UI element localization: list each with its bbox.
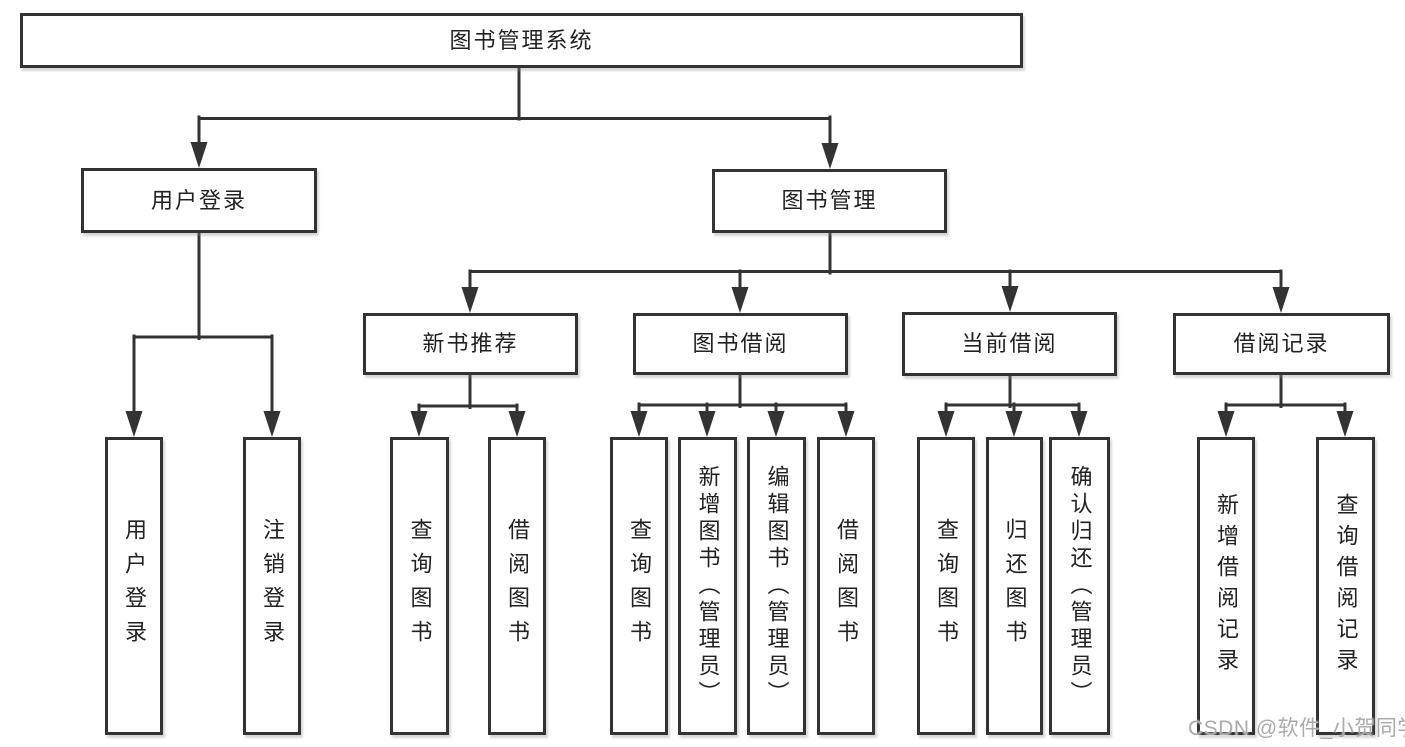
watermark: CSDN @软件_小贺同学 — [1188, 717, 1405, 740]
leaf-user-login-label: 用户登录 — [122, 518, 147, 654]
node-borrow-record-label: 借阅记录 — [1233, 331, 1330, 356]
node-user-login: 用户登录 — [81, 168, 317, 233]
node-book-borrow-label: 图书借阅 — [692, 331, 789, 356]
node-new-book-recommend: 新书推荐 — [363, 313, 578, 375]
leaf-borrow-add-book-label: 新增图书（管理员） — [695, 464, 721, 708]
arrowhead — [937, 411, 955, 437]
leaf-newbook-borrow-book: 借阅图书 — [488, 437, 546, 735]
arrowhead — [125, 411, 143, 437]
arrowhead — [1217, 411, 1235, 437]
arrowhead — [263, 411, 281, 437]
arrowhead — [1070, 411, 1088, 437]
leaf-borrow-edit-book: 编辑图书（管理员） — [747, 437, 806, 735]
leaf-borrow-query-book-label: 查询图书 — [627, 518, 652, 654]
leaf-current-confirm-return: 确认归还（管理员） — [1049, 437, 1110, 735]
leaf-current-return-book: 归还图书 — [986, 437, 1043, 735]
node-root: 图书管理系统 — [20, 13, 1023, 68]
leaf-borrow-edit-book-label: 编辑图书（管理员） — [764, 464, 790, 708]
leaf-borrow-borrow-book-label: 借阅图书 — [834, 518, 859, 654]
arrowhead — [731, 287, 749, 313]
leaf-current-return-book-label: 归还图书 — [1002, 518, 1028, 654]
node-new-book-recommend-label: 新书推荐 — [422, 331, 519, 356]
arrowhead — [1005, 411, 1023, 437]
arrowhead — [767, 411, 785, 437]
arrowhead-group — [125, 142, 1354, 437]
connector-path — [132, 65, 1347, 418]
leaf-newbook-query-book: 查询图书 — [390, 437, 449, 735]
node-current-borrow-label: 当前借阅 — [961, 331, 1058, 356]
node-root-label: 图书管理系统 — [449, 27, 594, 53]
arrowhead — [821, 143, 839, 169]
leaf-record-query-record-label: 查询借阅记录 — [1333, 493, 1359, 679]
arrowhead — [837, 411, 855, 437]
leaf-newbook-borrow-book-label: 借阅图书 — [505, 518, 530, 654]
arrowhead — [1272, 287, 1290, 313]
leaf-current-confirm-return-label: 确认归还（管理员） — [1067, 464, 1093, 708]
arrowhead — [461, 287, 479, 313]
leaf-borrow-query-book: 查询图书 — [610, 437, 668, 735]
leaf-current-query-book: 查询图书 — [917, 437, 975, 735]
arrowhead — [508, 411, 526, 437]
arrowhead — [698, 411, 716, 437]
leaf-borrow-borrow-book: 借阅图书 — [817, 437, 875, 735]
node-current-borrow: 当前借阅 — [902, 312, 1117, 376]
leaf-user-login: 用户登录 — [105, 437, 163, 735]
node-book-management-label: 图书管理 — [781, 188, 878, 213]
arrowhead — [630, 411, 648, 437]
node-book-management: 图书管理 — [712, 169, 947, 233]
arrowhead — [190, 142, 208, 168]
arrowhead — [1001, 286, 1019, 312]
node-user-login-label: 用户登录 — [150, 187, 247, 213]
leaf-record-add-record: 新增借阅记录 — [1197, 437, 1255, 735]
arrowhead — [410, 411, 428, 437]
leaf-record-query-record: 查询借阅记录 — [1316, 437, 1375, 735]
leaf-borrow-add-book: 新增图书（管理员） — [678, 437, 737, 735]
leaf-logout-login-label: 注销登录 — [260, 518, 285, 654]
leaf-current-query-book-label: 查询图书 — [934, 518, 959, 654]
arrowhead — [1336, 411, 1354, 437]
leaf-newbook-query-book-label: 查询图书 — [407, 518, 433, 654]
node-book-borrow: 图书借阅 — [633, 313, 848, 375]
leaf-record-add-record-label: 新增借阅记录 — [1214, 493, 1239, 679]
node-borrow-record: 借阅记录 — [1173, 313, 1390, 375]
leaf-logout-login: 注销登录 — [243, 437, 301, 735]
